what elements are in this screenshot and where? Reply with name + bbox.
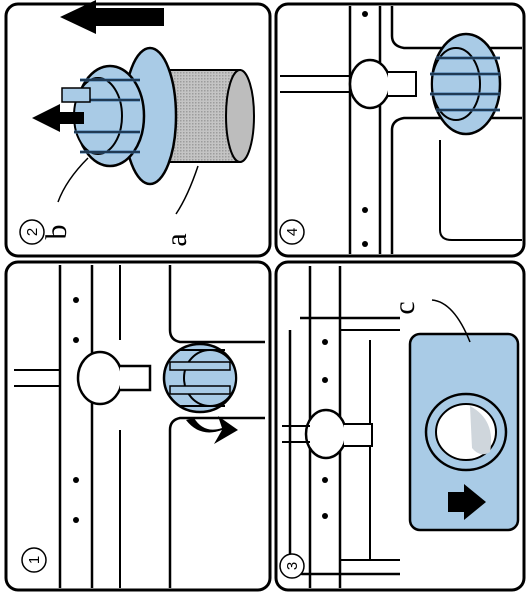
label-a: a: [160, 233, 193, 246]
leader-b: [57, 157, 89, 203]
tub-outline: [168, 265, 265, 588]
arrow-icon: [32, 104, 84, 132]
rotate-arrow-icon: [186, 416, 238, 444]
spray-arm-hole: [322, 477, 328, 483]
step-number-label: 4: [284, 228, 301, 236]
leader-a: [175, 165, 199, 215]
step-number-1: 1: [21, 547, 47, 573]
panel-frame: [274, 2, 526, 258]
rack-inner: [340, 329, 400, 561]
fine-filter-end: [225, 69, 255, 163]
step-number-4: 4: [279, 219, 305, 245]
step-number-2: 2: [19, 219, 45, 245]
spray-arm-hole: [362, 241, 368, 247]
step-number-3: 3: [279, 553, 305, 579]
spray-arm-hole: [73, 517, 79, 523]
panel-4: 4: [274, 2, 526, 258]
step-number-label: 3: [284, 562, 301, 570]
panel-2: b a 2: [4, 0, 272, 258]
spray-arm-hole: [73, 297, 79, 303]
spray-arm-hub: [76, 350, 124, 406]
base-line: [282, 425, 310, 443]
spray-arm-hub: [304, 408, 348, 460]
spray-arm: [58, 265, 94, 588]
spray-arm-shaft: [120, 364, 152, 392]
spray-arm-shaft: [388, 71, 417, 97]
spray-arm-hole: [73, 337, 79, 343]
base-line: [280, 75, 350, 93]
spray-arm-shaft: [344, 423, 373, 447]
spray-arm-hole: [322, 377, 328, 383]
spray-arm-hub: [348, 58, 392, 110]
tub-outline: [439, 140, 522, 241]
coarse-filter: [61, 64, 146, 168]
spray-arm-hole: [362, 11, 368, 17]
spray-arm-hole: [362, 207, 368, 213]
leader-c: [431, 299, 471, 343]
filter-assembly: [430, 32, 502, 136]
step-number-label: 1: [26, 556, 43, 564]
panel-1: 1: [4, 260, 272, 592]
arrow-icon: [448, 484, 486, 520]
base-line: [14, 369, 60, 387]
label-b: b: [40, 225, 73, 240]
arrow-icon: [60, 0, 164, 34]
plate-filter-opening-shade: [470, 406, 492, 455]
spray-arm-hole: [322, 339, 328, 345]
label-c: c: [388, 301, 421, 314]
filter-assembly: [162, 342, 238, 414]
step-number-label: 2: [24, 228, 41, 236]
panel-3: c 3: [274, 260, 526, 592]
tub-outline: [390, 6, 522, 254]
spray-arm-hole: [322, 513, 328, 519]
spray-arm-hole: [73, 477, 79, 483]
spray-arm: [348, 6, 382, 254]
